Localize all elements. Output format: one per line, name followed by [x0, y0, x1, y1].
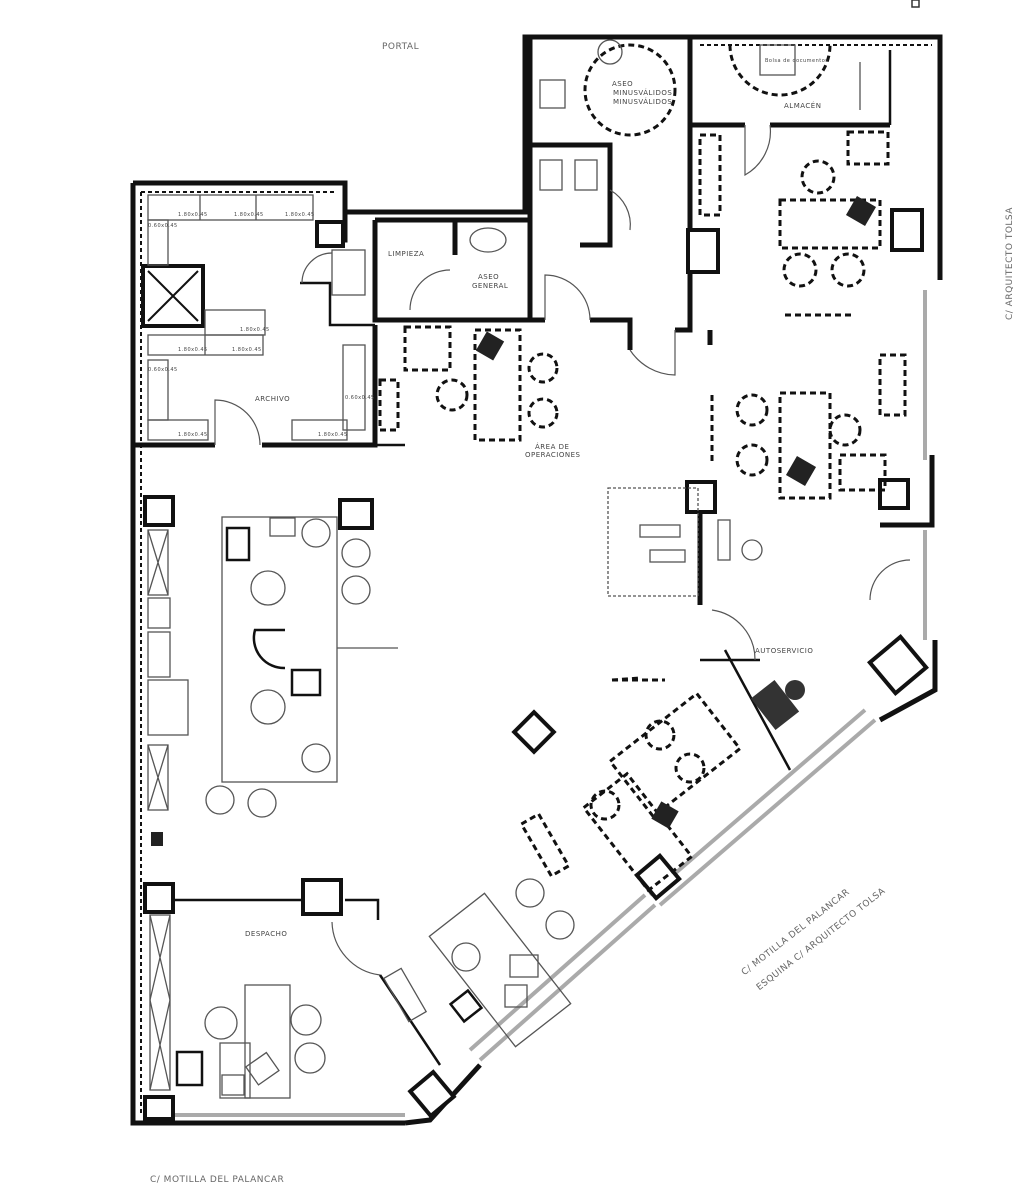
diagonal-workstation [519, 676, 805, 893]
portal-label: PORTAL [382, 42, 420, 52]
room-label-area-operaciones-2: OPERACIONES [525, 451, 581, 459]
dim-archivo-mid-1: 1.80x0.45 [178, 347, 208, 353]
atm-area [607, 487, 763, 597]
room-label-archivo: ARCHIVO [255, 395, 291, 403]
dim-archivo-top-1: 1.80x0.45 [178, 212, 208, 218]
dim-archivo-mid-3: 1.80x0.45 [240, 327, 270, 333]
room-label-aseo-general-2: GENERAL [472, 282, 509, 290]
dim-archivo-top-2: 1.80x0.45 [234, 212, 264, 218]
central-workstation [205, 516, 398, 818]
room-label-area-operaciones-1: ÁREA DE [535, 443, 570, 451]
street-label-bottom: C/ MOTILLA DEL PALANCAR [150, 1175, 285, 1185]
label-bolsa-documentos: Bolsa de documentos [765, 58, 829, 64]
outer-walls [130, 34, 943, 1126]
dim-archivo-mid-2: 1.80x0.45 [232, 347, 262, 353]
operations-area [378, 325, 559, 442]
office-furniture [175, 984, 326, 1099]
corner-mark [911, 0, 920, 8]
right-offices [698, 130, 907, 500]
room-label-aseo-general-1: ASEO [478, 273, 500, 281]
dim-archivo-side-3: 0.60x0.45 [345, 395, 375, 401]
left-wall-storage [147, 529, 189, 1091]
room-label-almacen: ALMACÉN [784, 102, 822, 110]
room-label-aseo-minusvalidos-1: ASEO [612, 80, 634, 88]
room-label-limpieza: LIMPIEZA [388, 250, 425, 258]
room-label-autoservicio: AUTOSERVICIO [755, 647, 814, 655]
dim-archivo-bottom-1: 1.80x0.45 [178, 432, 208, 438]
room-label-aseo-minusvalidos-2: MINUSVÁLIDOS [613, 89, 673, 97]
archivo-shelves [147, 194, 366, 441]
restroom-fixtures [469, 39, 861, 253]
dim-archivo-side-1: 0.60x0.45 [148, 223, 178, 229]
doors [214, 124, 911, 976]
room-label-despacho: DESPACHO [245, 930, 288, 938]
dim-archivo-bottom-2: 1.80x0.45 [318, 432, 348, 438]
bottom-workstation [382, 878, 575, 1048]
dim-archivo-side-2: 0.60x0.45 [148, 367, 178, 373]
room-label-aseo-minusvalidos-3: MINUSVÁLIDOS [613, 98, 673, 106]
inner-walls [133, 37, 892, 1066]
dim-archivo-top-3: 1.80x0.45 [285, 212, 315, 218]
columns [141, 208, 929, 1121]
street-label-right: C/ ARQUITECTO TOLSA [1005, 207, 1015, 320]
